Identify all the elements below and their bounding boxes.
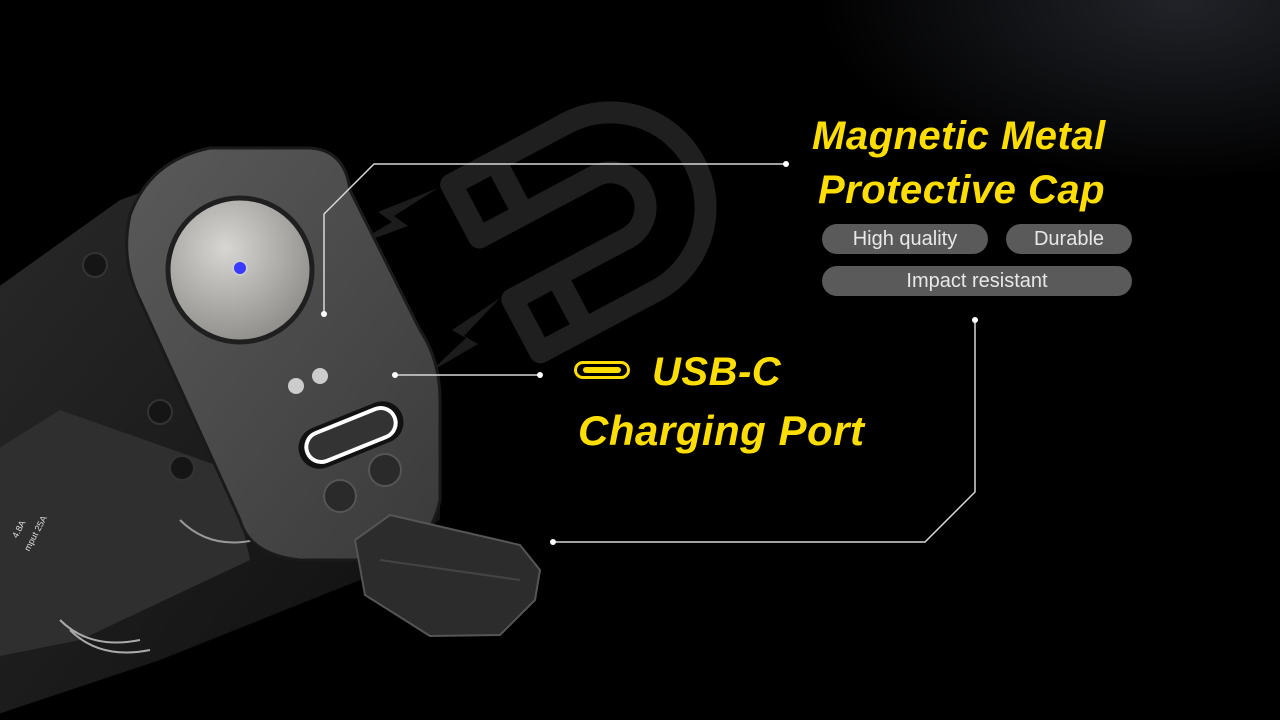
headline-line-1: Magnetic Metal — [812, 114, 1106, 158]
tag-impact-resistant: Impact resistant — [822, 266, 1132, 296]
headline-line-2: Protective Cap — [818, 168, 1106, 212]
tag-durable: Durable — [1006, 224, 1132, 254]
charging-port-title: Charging Port — [578, 407, 865, 454]
tag-high-quality: High quality — [822, 224, 988, 254]
callout-line-cap — [323, 163, 786, 314]
cap-face — [125, 146, 442, 562]
callout-line-flap — [553, 320, 976, 543]
usb-c-port — [298, 401, 404, 469]
hinged-cap-flap — [353, 513, 542, 638]
usb-c-title: USB-C — [652, 350, 782, 394]
usb-c-port-icon — [574, 361, 630, 379]
lightning-bolt-icon — [348, 188, 438, 248]
horseshoe-magnet-icon — [440, 101, 717, 364]
indicator-led — [232, 260, 248, 276]
